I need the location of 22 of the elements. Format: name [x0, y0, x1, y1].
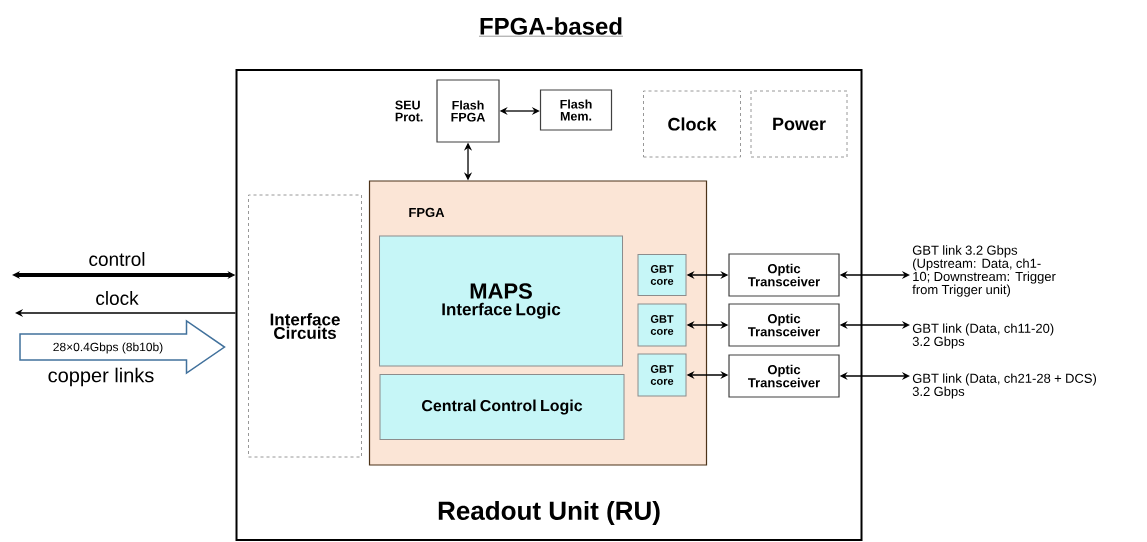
transceiver-box: Optic Transceiver [728, 253, 840, 297]
core-box: GBT core [637, 254, 687, 296]
memory-box: Flash Mem. [539, 89, 613, 131]
core-box: GBT core [637, 353, 687, 397]
link-description: GBT link (Data, ch11-20) 3.2 Gbps [912, 323, 1054, 349]
side-label: copper links [48, 367, 154, 387]
interface-box: Interface Circuits [248, 194, 362, 458]
power-box: Power [750, 90, 848, 158]
logic-block: Central Control Logic [379, 374, 625, 440]
core-box: GBT core [637, 303, 687, 347]
side-label: SEU Prot. [395, 100, 423, 122]
edge-label: clock [96, 291, 139, 305]
flash-fpga-box: Flash FPGA [436, 79, 500, 143]
link-description: GBT link (Data, ch21-28 + DCS) 3.2 Gbps [912, 373, 1096, 399]
title: FPGA-based [478, 17, 624, 37]
clock-box: Clock [643, 90, 741, 158]
link-description: GBT link 3.2 Gbps (Upstream: Data, ch1-10; Downstream: Trigger from Trigger unit) [912, 245, 1056, 297]
logic-block: MAPS Interface Logic [379, 235, 623, 367]
edge-label: control [89, 252, 145, 266]
transceiver-box: Optic Transceiver [728, 303, 840, 347]
edge-label: 28×0.4Gbps (8b10b) [53, 342, 163, 354]
transceiver-box: Optic Transceiver [728, 354, 840, 398]
